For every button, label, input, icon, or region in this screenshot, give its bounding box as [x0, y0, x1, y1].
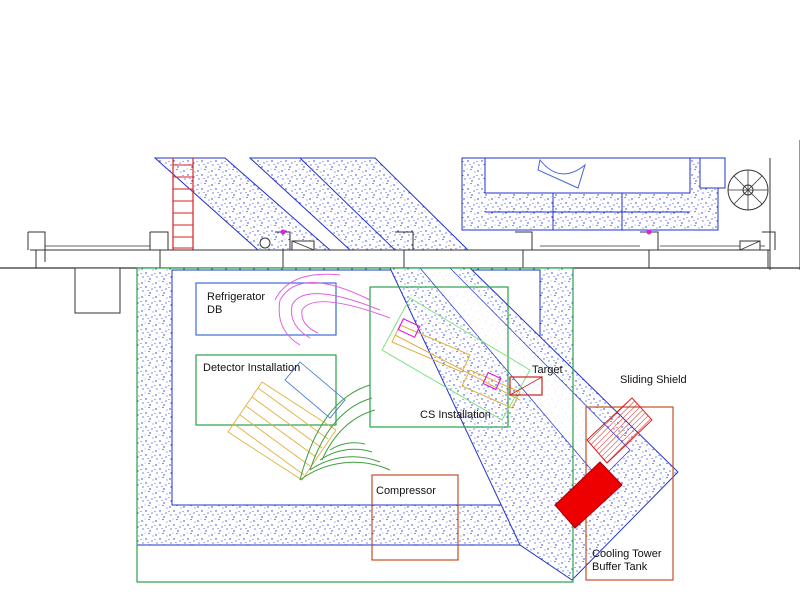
sliding-shield [586, 397, 653, 464]
red-ladder [172, 158, 194, 250]
spiral-staircase [727, 169, 769, 211]
compressor-area [371, 474, 459, 561]
refrigerator-db-area [195, 282, 337, 336]
label-cooling-tower: Cooling Tower [592, 548, 662, 560]
label-sliding-shield: Sliding Shield [620, 374, 687, 386]
hall-boundary [136, 267, 574, 583]
labels: Refrigerator DB Detector Installation CS… [203, 291, 687, 573]
label-detector-installation: Detector Installation [203, 362, 300, 374]
label-buffer-tank: Buffer Tank [592, 561, 648, 573]
beamline-elements [227, 273, 653, 529]
upper-structure [153, 140, 800, 270]
red-shield-block [554, 461, 623, 529]
upper-building-inner [484, 157, 691, 194]
ground-level-structure [0, 229, 800, 314]
target-box [509, 376, 543, 396]
label-compressor: Compressor [376, 485, 436, 497]
label-refrigerator-line2: DB [207, 304, 222, 316]
lower-hall-shielding [136, 267, 679, 581]
label-target: Target [532, 364, 563, 376]
label-refrigerator-line1: Refrigerator [207, 291, 265, 303]
detector-installation-area [195, 354, 337, 426]
label-cs-installation: CS Installation [420, 409, 491, 421]
